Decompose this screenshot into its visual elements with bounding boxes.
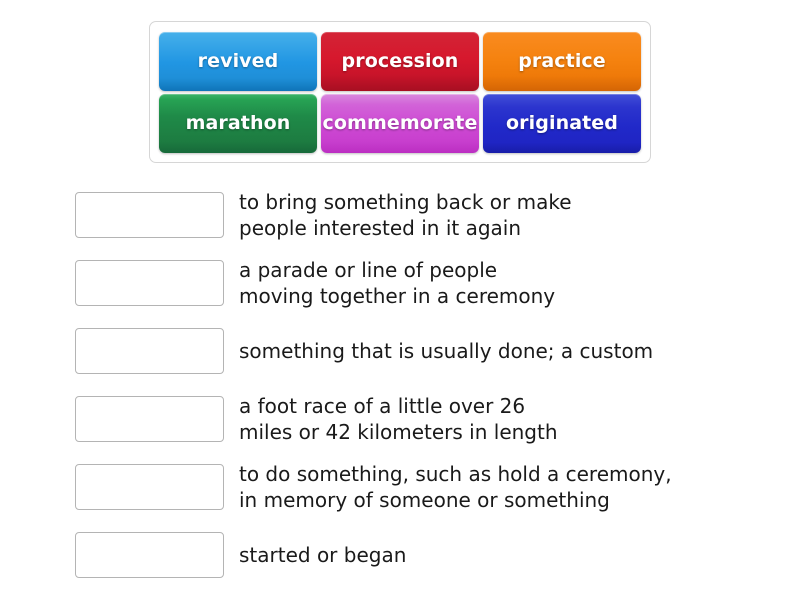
answer-drop-box-3[interactable] xyxy=(75,328,224,374)
word-bank-container: revived procession practice marathon com… xyxy=(149,21,651,163)
definition-text-1: to bring something back or make people i… xyxy=(239,190,572,240)
definition-text-3: something that is usually done; a custom xyxy=(239,339,654,363)
word-tile-revived[interactable]: revived xyxy=(159,31,317,91)
definition-text-2: a parade or line of people moving togeth… xyxy=(239,258,556,308)
word-tile-practice[interactable]: practice xyxy=(483,31,641,91)
word-bank-row-2: marathon commemorate originated xyxy=(157,93,643,153)
word-tile-originated[interactable]: originated xyxy=(483,93,641,153)
definition-row: something that is usually done; a custom xyxy=(75,322,775,380)
definition-row: a foot race of a little over 26 miles or… xyxy=(75,390,775,448)
word-bank-row-1: revived procession practice xyxy=(157,31,643,91)
answer-drop-box-1[interactable] xyxy=(75,192,224,238)
word-tile-procession[interactable]: procession xyxy=(321,31,479,91)
answer-drop-box-4[interactable] xyxy=(75,396,224,442)
word-tile-marathon[interactable]: marathon xyxy=(159,93,317,153)
definition-list: to bring something back or make people i… xyxy=(75,186,775,594)
answer-drop-box-5[interactable] xyxy=(75,464,224,510)
definition-text-5: to do something, such as hold a ceremony… xyxy=(239,462,672,512)
definition-row: to bring something back or make people i… xyxy=(75,186,775,244)
definition-row: to do something, such as hold a ceremony… xyxy=(75,458,775,516)
definition-text-4: a foot race of a little over 26 miles or… xyxy=(239,394,558,444)
word-tile-commemorate[interactable]: commemorate xyxy=(321,93,479,153)
definition-text-6: started or began xyxy=(239,543,407,567)
definition-row: started or began xyxy=(75,526,775,584)
answer-drop-box-6[interactable] xyxy=(75,532,224,578)
answer-drop-box-2[interactable] xyxy=(75,260,224,306)
definition-row: a parade or line of people moving togeth… xyxy=(75,254,775,312)
